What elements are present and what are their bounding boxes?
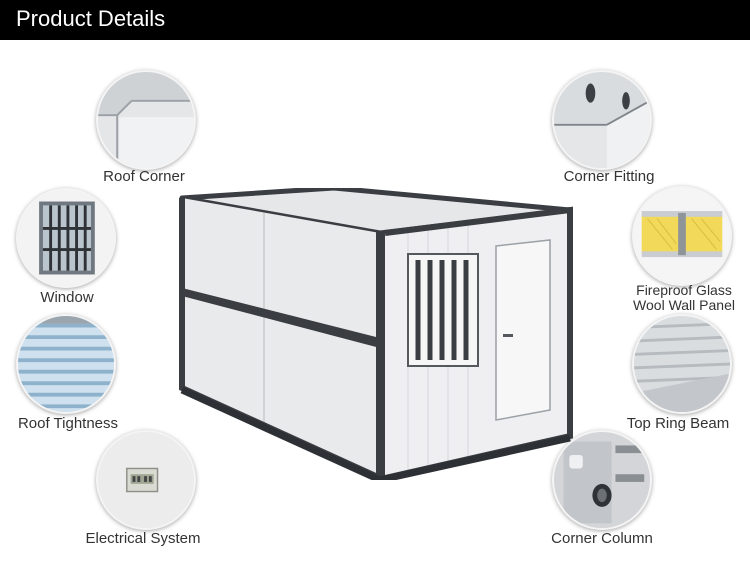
roof-tightness-label: Roof Tightness xyxy=(17,415,119,432)
corner-fitting-label: Corner Fitting xyxy=(563,168,655,185)
fireproof-panel-label-line1: Fireproof Glass xyxy=(636,282,732,298)
electrical-system-label: Electrical System xyxy=(85,530,201,547)
electrical-system-photo xyxy=(96,430,196,530)
fireproof-panel-label-line2: Wool Wall Panel xyxy=(633,297,735,313)
corner-column-photo xyxy=(552,430,652,530)
header-banner: Product Details xyxy=(0,0,750,40)
container-house-illustration xyxy=(178,185,573,484)
roof-corner-label: Roof Corner xyxy=(103,168,185,185)
container-house-drawing xyxy=(179,185,573,484)
roof-tightness-photo xyxy=(16,314,116,414)
corner-column-label: Corner Column xyxy=(551,530,653,547)
page-title: Product Details xyxy=(16,6,166,31)
top-ring-beam-photo xyxy=(632,314,732,414)
top-ring-beam-label: Top Ring Beam xyxy=(626,415,730,432)
fireproof-panel-photo xyxy=(632,186,732,286)
corner-fitting-photo xyxy=(552,70,652,170)
window-label: Window xyxy=(40,289,94,306)
window-photo xyxy=(16,188,116,288)
fireproof-panel-label: Fireproof Glass Wool Wall Panel xyxy=(622,283,746,313)
roof-corner-photo xyxy=(96,70,196,170)
